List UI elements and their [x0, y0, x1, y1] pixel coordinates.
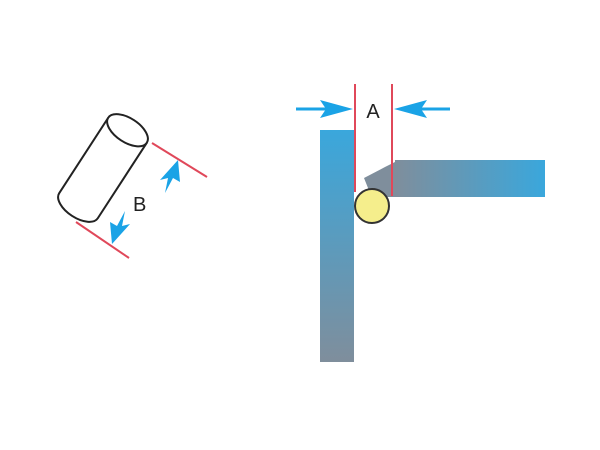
vertical-plate — [320, 130, 354, 362]
joint-figure: A — [296, 84, 545, 362]
cylinder — [57, 113, 149, 223]
arrow-down-icon — [110, 211, 130, 244]
label-b: B — [133, 194, 146, 216]
arrow-left-icon — [394, 100, 427, 118]
arrow-up-icon — [160, 160, 180, 193]
cylinder-figure: B — [57, 113, 208, 259]
arrow-right-icon — [320, 100, 353, 118]
filler-ball — [354, 188, 390, 224]
label-a: A — [366, 101, 380, 123]
horizontal-plate — [395, 160, 545, 197]
dimension-line-top — [151, 142, 208, 178]
dimension-line-bottom — [75, 221, 130, 259]
